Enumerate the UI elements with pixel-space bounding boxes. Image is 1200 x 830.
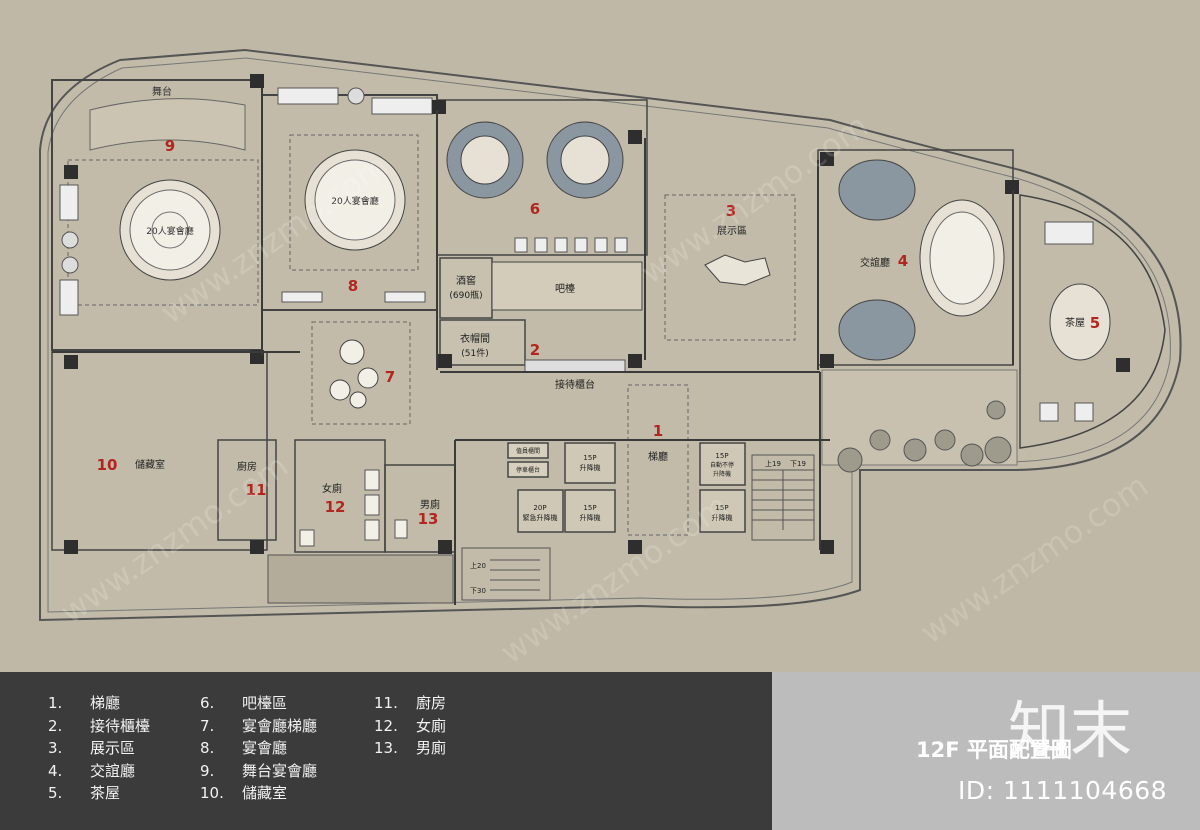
svg-text:5: 5 <box>1090 314 1100 332</box>
tea-house-5 <box>1019 194 1166 449</box>
kitchen-label: 廚房 <box>237 460 257 473</box>
svg-text:15P: 15P <box>715 452 728 460</box>
cloakroom <box>439 319 526 366</box>
womens-label: 女廁 <box>322 482 342 495</box>
stair-right <box>751 454 815 541</box>
banquet-lobby-7 <box>311 321 411 425</box>
legend-item: 3.展示區 <box>48 739 136 757</box>
terrace-trees <box>837 400 1012 473</box>
svg-text:值員櫃間: 值員櫃間 <box>516 447 540 455</box>
svg-text:自動不停: 自動不停 <box>710 461 734 469</box>
svg-text:升降機: 升降機 <box>713 470 731 478</box>
lift-block-left <box>507 442 616 533</box>
svg-text:下19: 下19 <box>790 460 806 468</box>
stage-label: 舞台 <box>152 85 172 98</box>
lift-block-right <box>699 442 746 533</box>
legend-item: 10.儲藏室 <box>200 784 288 802</box>
legend-item: 9.舞台宴會廳 <box>200 761 318 780</box>
svg-text:13: 13 <box>418 510 439 528</box>
lobby-chandelier <box>329 339 379 409</box>
wine-cellar-label: 酒窖 <box>456 274 476 287</box>
room-numbers: 1 2 3 4 5 6 7 8 9 10 11 12 13 <box>97 137 1101 528</box>
bar-counter-label: 吧檯 <box>555 282 575 295</box>
legend-item: 7.宴會廳梯廳 <box>200 716 318 735</box>
lift-hall-1 <box>627 384 689 536</box>
lift-hall-label: 梯廳 <box>648 450 668 463</box>
structural-columns <box>64 74 1130 554</box>
svg-text:下30: 下30 <box>470 587 486 595</box>
legend-item: 12.女廁 <box>374 716 447 735</box>
wine-cellar-count: (690瓶) <box>449 289 482 301</box>
floor-plan: 舞台 20人宴會廳 20人宴會廳 酒窖 (69 <box>39 48 1182 622</box>
svg-text:8: 8 <box>348 277 358 295</box>
round-table-9 <box>119 179 221 281</box>
wine-cellar <box>439 257 493 319</box>
banquet-label-8: 20人宴會廳 <box>331 195 378 207</box>
svg-text:7: 7 <box>385 368 395 386</box>
svg-text:10: 10 <box>97 456 118 474</box>
svg-text:升降機: 升降機 <box>580 463 601 472</box>
svg-text:12: 12 <box>325 498 346 516</box>
bottom-corridor <box>267 554 454 604</box>
booth-right <box>546 121 624 199</box>
title-panel: 知末 12F 平面配置圖 ID: 1111104668 <box>772 672 1200 830</box>
svg-text:2: 2 <box>530 341 540 359</box>
brand-logo: 知末 <box>1008 694 1133 767</box>
legend-panel: 1.梯廳 2.接待櫃檯 3.展示區 4.交誼廳 5.茶屋 6.吧檯區 7.宴會廳… <box>0 672 772 830</box>
svg-text:20P: 20P <box>533 504 546 512</box>
storage-label: 儲藏室 <box>135 458 165 471</box>
svg-text:15P: 15P <box>583 454 596 462</box>
svg-text:升降機: 升降機 <box>712 513 733 522</box>
cloakroom-label: 衣帽間 <box>460 332 490 345</box>
image-id: ID: 1111104668 <box>958 776 1168 805</box>
floor-plan-drawing: 舞台 20人宴會廳 20人宴會廳 酒窖 (69 <box>39 48 1182 622</box>
legend-item: 4.交誼廳 <box>48 761 136 780</box>
legend-column-3: 11.廚房 12.女廁 13.男廁 <box>374 692 446 760</box>
svg-text:上20: 上20 <box>470 561 486 570</box>
legend-item: 6.吧檯區 <box>200 694 288 712</box>
banquet-label-9: 20人宴會廳 <box>146 225 193 237</box>
bar-stools <box>514 237 628 253</box>
round-table-8 <box>304 149 406 251</box>
legend-item: 13.男廁 <box>374 739 447 757</box>
legend-item: 1.梯廳 <box>48 694 121 712</box>
kitchen-11 <box>217 439 277 541</box>
svg-text:9: 9 <box>165 137 175 155</box>
svg-text:3: 3 <box>726 202 736 220</box>
booth-left <box>446 121 524 199</box>
svg-text:升降機: 升降機 <box>580 513 601 522</box>
legend-column-1: 1.梯廳 2.接待櫃檯 3.展示區 4.交誼廳 5.茶屋 <box>48 692 150 805</box>
svg-text:4: 4 <box>898 252 908 270</box>
reception-label: 接待櫃台 <box>555 378 595 391</box>
svg-text:上19: 上19 <box>765 459 781 468</box>
legend-item: 8.宴會廳 <box>200 739 288 757</box>
lounge-label: 交誼廳 <box>860 256 890 269</box>
legend-item: 2.接待櫃檯 <box>48 716 151 735</box>
svg-text:6: 6 <box>530 200 540 218</box>
legend-column-2: 6.吧檯區 7.宴會廳梯廳 8.宴會廳 9.舞台宴會廳 10.儲藏室 <box>200 692 317 805</box>
plan-title: 12F 平面配置圖 <box>916 738 1072 762</box>
display-area-3 <box>664 194 796 341</box>
svg-text:11: 11 <box>246 481 267 499</box>
svg-text:1: 1 <box>653 422 663 440</box>
restroom-fixtures <box>299 469 408 547</box>
mens-label: 男廁 <box>420 498 440 511</box>
legend-item: 5.茶屋 <box>48 784 121 802</box>
legend-item: 11.廚房 <box>374 694 447 712</box>
stair-bottom <box>461 547 551 601</box>
stage-area <box>89 98 246 151</box>
tea-house-label: 茶屋 <box>1065 316 1085 329</box>
svg-text:15P: 15P <box>715 504 728 512</box>
svg-text:15P: 15P <box>583 504 596 512</box>
bar-counter <box>491 261 643 311</box>
interior-walls <box>52 88 1014 605</box>
svg-text:停車櫃台: 停車櫃台 <box>516 466 540 474</box>
cloakroom-count: (51件) <box>461 347 488 359</box>
svg-text:緊急升降機: 緊急升降機 <box>523 513 558 522</box>
display-label: 展示區 <box>717 225 747 237</box>
